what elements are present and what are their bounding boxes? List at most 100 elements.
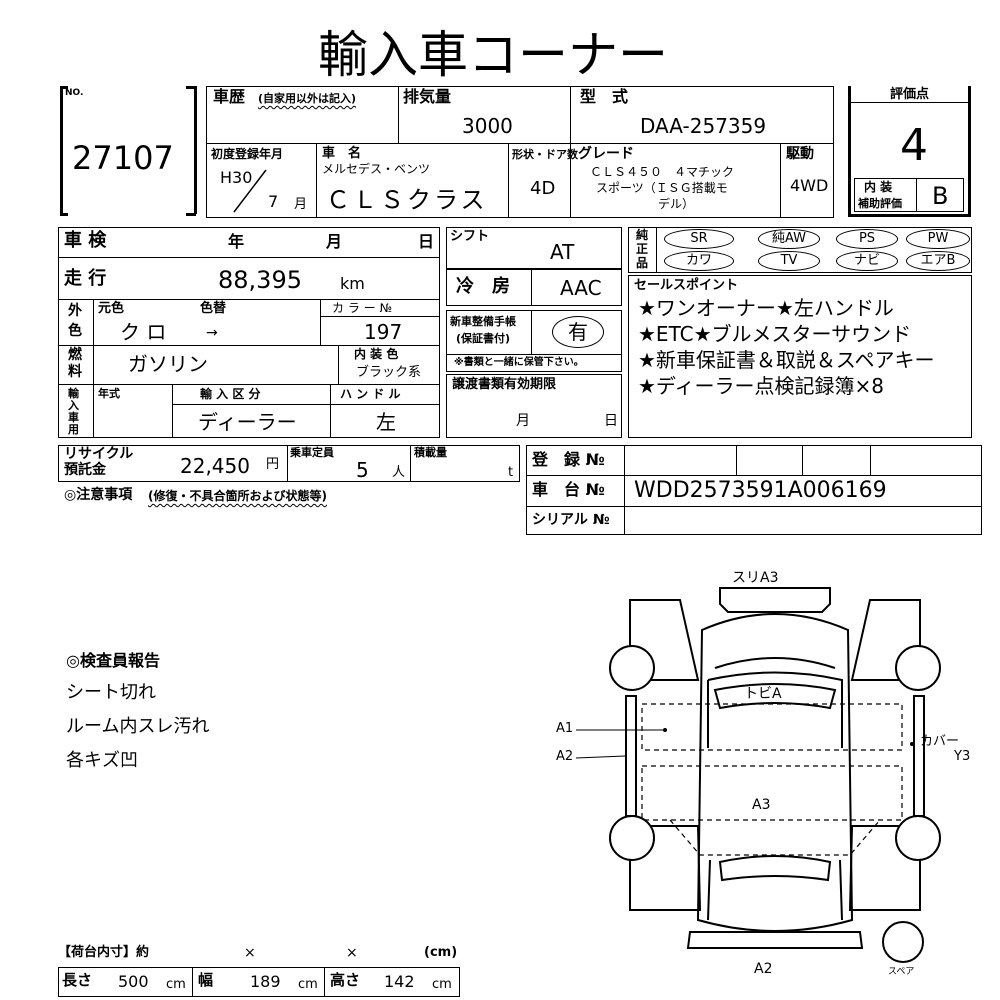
manual-label-1: 新車整備手帳 — [450, 315, 516, 328]
ac-value: AAC — [560, 276, 602, 300]
displacement-label: 排気量 — [403, 87, 452, 106]
sales-label: セールスポイント — [634, 278, 739, 293]
fuel-value: ガソリン — [128, 352, 208, 376]
transfer-box — [446, 374, 622, 438]
transfer-day: 日 — [604, 413, 618, 429]
diag-right-1: カバー — [920, 734, 960, 749]
model-year-label: 年式 — [98, 387, 120, 400]
shift-label: シフト — [450, 229, 490, 244]
grade-line1: ＣＬＳ４５０ ４マチック — [590, 165, 735, 179]
drive-label: 駆動 — [786, 146, 814, 162]
interior-color-label: 内 装 色 — [354, 347, 399, 361]
cargo-title: 【荷台内寸】約 — [58, 945, 150, 960]
cargo-length-value: 500 — [118, 972, 149, 991]
cargo-length-label: 長さ — [62, 971, 93, 989]
notes-label: ◎注意事項 — [64, 487, 133, 503]
report-title: ◎検査員報告 — [66, 651, 160, 670]
grade-line3: デル） — [658, 197, 695, 211]
reg-label: 登 録 № — [532, 450, 605, 469]
header-box — [206, 86, 834, 218]
cargo-height-value: 142 — [384, 972, 415, 991]
car-name: ＣＬＳクラス — [326, 186, 488, 214]
load-label: 積載量 — [414, 446, 447, 459]
maker-name: メルセデス・ベンツ — [322, 162, 431, 176]
transfer-label: 譲渡書類有効期限 — [452, 377, 557, 392]
serial-label: シリアル № — [532, 512, 610, 528]
grade-line2: スポーツ（ＩＳＧ搭載モ — [596, 181, 728, 195]
notes-sub: (修復・不具合箇所および状態等) — [148, 489, 327, 503]
sales-line-4: ★ディーラー点検記録簿×8 — [638, 374, 885, 398]
mileage-value: 88,395 — [218, 266, 302, 294]
inspection-year-label: 年 — [228, 232, 245, 251]
no-value: 27107 — [72, 139, 174, 177]
diag-roof: トビA — [744, 686, 782, 702]
import-type-value: ディーラー — [198, 410, 297, 434]
orig-color-label: 元色 — [98, 301, 125, 316]
shape-label: 形状・ドア数 — [512, 148, 578, 161]
inspection-label: 車 検 — [64, 230, 107, 251]
exterior-label-1: 外 — [68, 303, 82, 319]
transfer-month: 月 — [516, 413, 530, 429]
manual-box — [446, 310, 622, 372]
inspection-day-label: 日 — [418, 232, 435, 251]
cargo-table — [58, 967, 460, 997]
score-box: 評価点 4 内 装 補助評価 B — [848, 86, 972, 218]
equip-ps: PS — [836, 229, 898, 249]
interior-value: B — [932, 182, 949, 210]
cargo-unit: (cm) — [424, 945, 458, 960]
vehicle-info-table — [58, 227, 440, 438]
drive-value: 4WD — [790, 176, 829, 195]
sales-box — [628, 275, 972, 438]
equip-aw: 純AW — [758, 229, 820, 249]
diag-bottom: A2 — [754, 961, 773, 977]
cargo-width-cm: cm — [298, 977, 318, 992]
displacement-value: 3000 — [462, 114, 513, 138]
equipment-label-2: 正 — [636, 242, 649, 256]
chassis-label: 車 台 № — [532, 480, 605, 499]
equip-tv: TV — [758, 251, 820, 271]
orig-color-value: ク ロ — [120, 320, 167, 344]
manual-value: 有 — [552, 316, 604, 348]
recycle-value: 22,450 — [180, 454, 250, 478]
recycle-unit: 円 — [266, 457, 280, 472]
no-label: NO. — [65, 88, 84, 98]
cargo-height-cm: cm — [432, 977, 452, 992]
interior-color-value: ブラック系 — [356, 365, 422, 380]
cargo-x1: × — [244, 945, 256, 961]
color-change-value: → — [206, 325, 218, 341]
recycle-row — [58, 445, 520, 482]
shape-value: 4D — [530, 178, 556, 199]
ac-box — [446, 269, 622, 306]
handle-value: 左 — [376, 410, 396, 434]
manual-label-2: (保証書付) — [456, 332, 511, 345]
handle-label: ハ ン ド ル — [340, 387, 401, 401]
history-label: 車歴 — [213, 87, 246, 106]
load-unit: t — [508, 465, 514, 480]
shift-value: AT — [550, 240, 575, 264]
sales-line-1: ★ワンオーナー★左ハンドル — [638, 296, 894, 320]
score-label: 評価点 — [890, 87, 930, 102]
equip-navi: ナビ — [836, 251, 898, 271]
import-label: 輸入車用 — [68, 387, 79, 436]
report-line-1: シート切れ — [66, 682, 156, 703]
sales-line-3: ★新車保証書＆取説＆スペアキー — [638, 348, 935, 372]
interior-sub: 補助評価 — [858, 197, 902, 210]
car-diagram — [575, 587, 941, 963]
diag-center: A3 — [752, 797, 771, 813]
color-no-label: カ ラ ー № — [332, 301, 392, 315]
mileage-unit: km — [340, 274, 365, 293]
report-line-2: ルーム内スレ汚れ — [66, 716, 210, 737]
inspection-month-label: 月 — [326, 232, 343, 251]
mileage-label: 走 行 — [64, 268, 107, 289]
interior-label: 内 装 — [864, 180, 893, 194]
diag-right-2: Y3 — [954, 749, 971, 764]
diag-spare: スペア — [888, 967, 915, 977]
equip-sr: SR — [664, 229, 734, 249]
equip-airbag: エアB — [906, 251, 970, 271]
no-box: NO. 27107 — [60, 86, 198, 216]
shift-box — [446, 227, 622, 269]
score-value: 4 — [900, 120, 928, 171]
ac-label: 冷 房 — [456, 276, 510, 297]
first-reg-year: H30 — [220, 168, 253, 187]
color-no-value: 197 — [364, 320, 403, 344]
